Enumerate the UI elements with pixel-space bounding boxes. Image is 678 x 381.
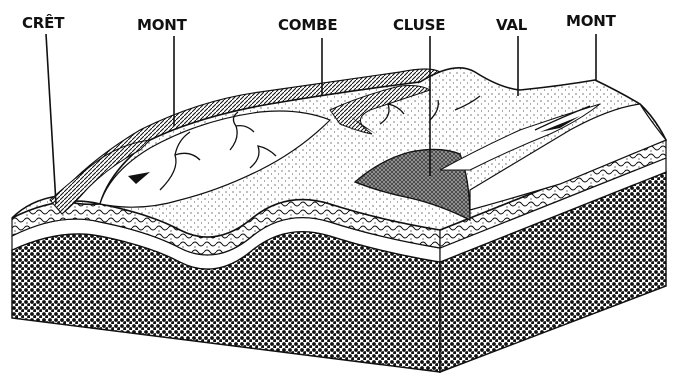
label-val: VAL (496, 16, 527, 34)
leader-cret (46, 34, 56, 204)
label-cluse: CLUSE (393, 16, 445, 34)
label-combe: COMBE (278, 16, 337, 34)
label-mont-left: MONT (137, 16, 187, 34)
label-cret: CRÊT (22, 14, 64, 32)
label-mont-right: MONT (566, 12, 616, 30)
